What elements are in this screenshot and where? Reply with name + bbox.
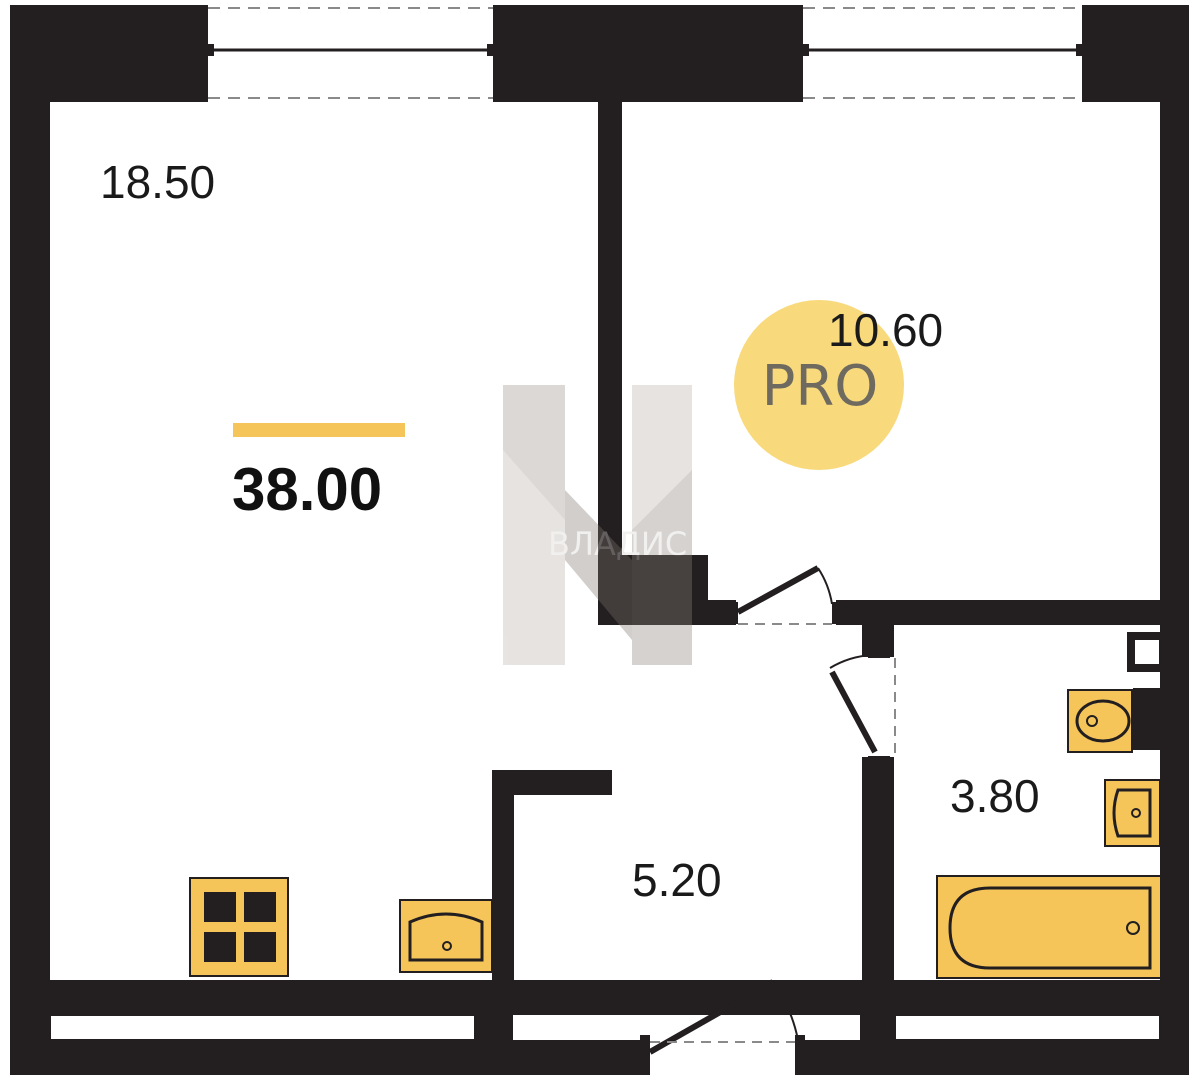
window-icon <box>204 5 497 102</box>
badge-text: PRO <box>762 354 879 419</box>
door-swing-icon <box>730 565 840 625</box>
room-area-bathroom: 3.80 <box>950 770 1040 822</box>
total-area-accent-bar <box>233 423 405 437</box>
toilet-icon <box>1067 689 1133 753</box>
watermark-brand: ВЛАДИС <box>548 525 687 563</box>
watermark-logo: ВЛАДИС <box>503 385 692 665</box>
bathtub-icon <box>936 875 1162 979</box>
room-area-hallway: 5.20 <box>632 854 722 906</box>
total-area: 38.00 <box>232 456 382 523</box>
door-swing-icon <box>640 979 805 1075</box>
pro-badge: PRO <box>734 300 904 470</box>
washbasin-icon <box>1104 779 1161 847</box>
walls <box>10 5 1189 1075</box>
window-icon <box>799 5 1086 102</box>
room-area-living: 18.50 <box>100 156 215 208</box>
kitchen-sink-icon <box>399 899 493 973</box>
room-area-bedroom: 10.60 <box>828 304 943 356</box>
stove-icon <box>189 877 289 977</box>
door-swing-icon <box>829 650 896 764</box>
